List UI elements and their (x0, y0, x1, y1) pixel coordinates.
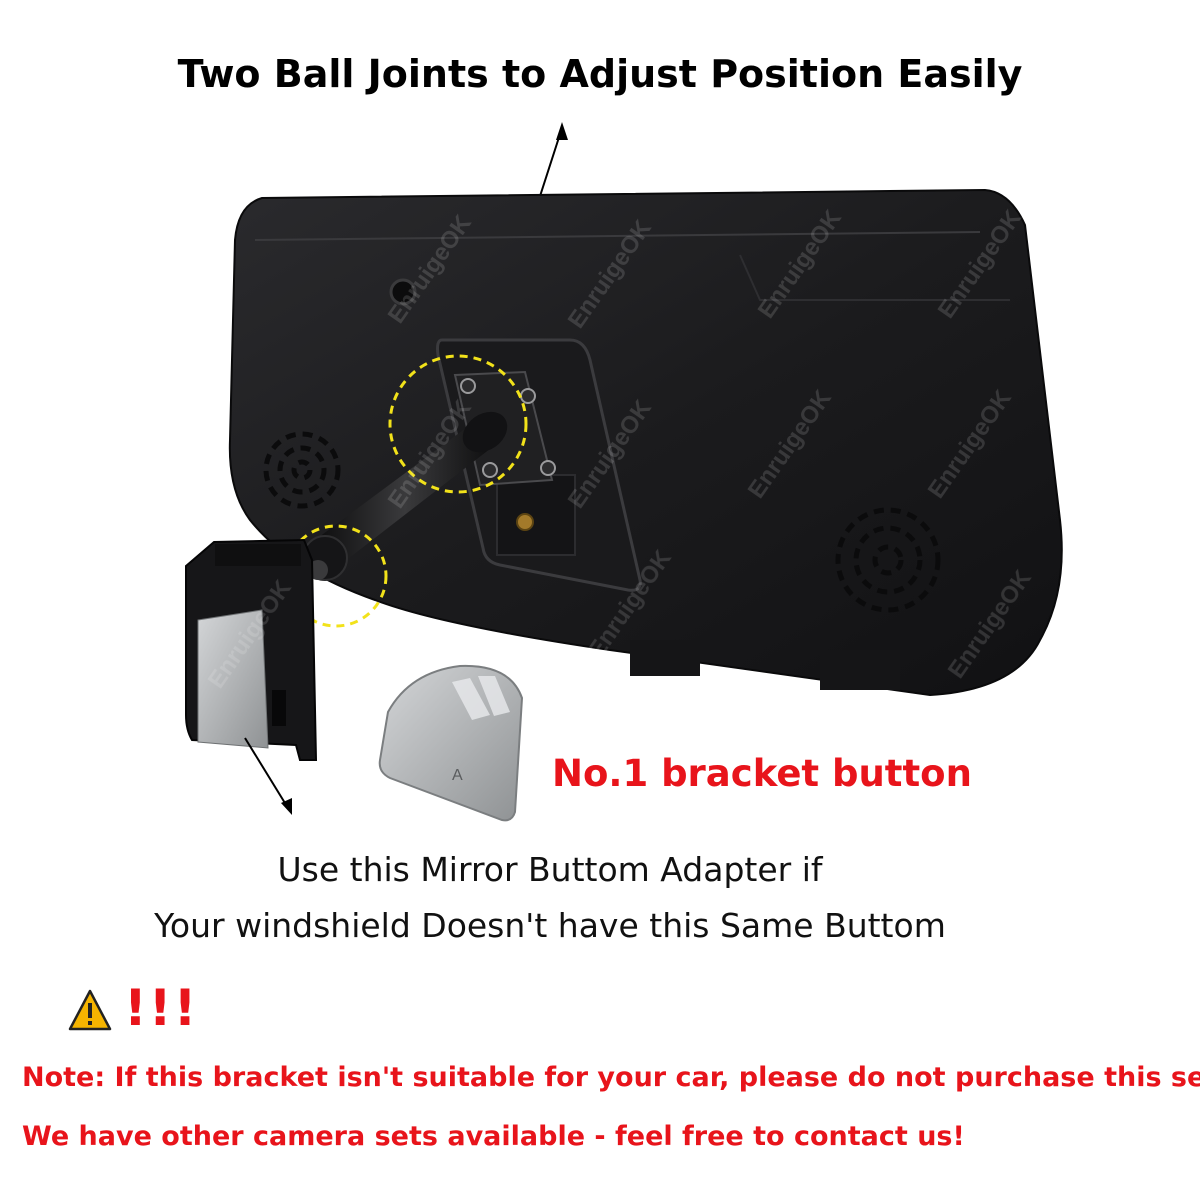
warning-note: Note: If this bracket isn't suitable for… (22, 1062, 1200, 1093)
adapter-arrow-line (244, 737, 289, 809)
mount-screws-icon (460, 378, 556, 478)
mirror-button-adapter (185, 538, 318, 761)
product-illustration: A EnruigeOK EnruigeOK EnruigeOK EnruigeO… (185, 122, 1063, 822)
button-letter: A (452, 767, 463, 784)
upper-ball-joint-highlight (388, 354, 528, 494)
bracket-button-label: No.1 bracket button (552, 752, 972, 795)
bracket-button-metal: A (378, 664, 524, 822)
brass-nut-icon (516, 513, 534, 531)
arrow-head-icon (556, 122, 568, 140)
adapter-caption-line-2: Your windshield Doesn't have this Same B… (154, 906, 946, 945)
ball-joint-arm (315, 425, 495, 565)
contact-note: We have other camera sets available - fe… (22, 1121, 965, 1152)
warning-marks: !!! (68, 979, 198, 1041)
adapter-caption: Use this Mirror Buttom Adapter if Your w… (0, 842, 1100, 954)
screw-hole-icon (389, 278, 417, 306)
warning-triangle-icon (68, 989, 112, 1031)
adapter-arrow-head-icon (281, 798, 292, 815)
exclamation-marks: !!! (124, 979, 199, 1037)
headline: Two Ball Joints to Adjust Position Easil… (177, 52, 1023, 96)
adapter-caption-line-1: Use this Mirror Buttom Adapter if (277, 850, 823, 889)
right-speaker-grille-icon (835, 507, 941, 613)
bottom-tab (630, 640, 700, 676)
left-speaker-grille-icon (263, 431, 341, 509)
monitor-back-housing (228, 188, 1063, 697)
